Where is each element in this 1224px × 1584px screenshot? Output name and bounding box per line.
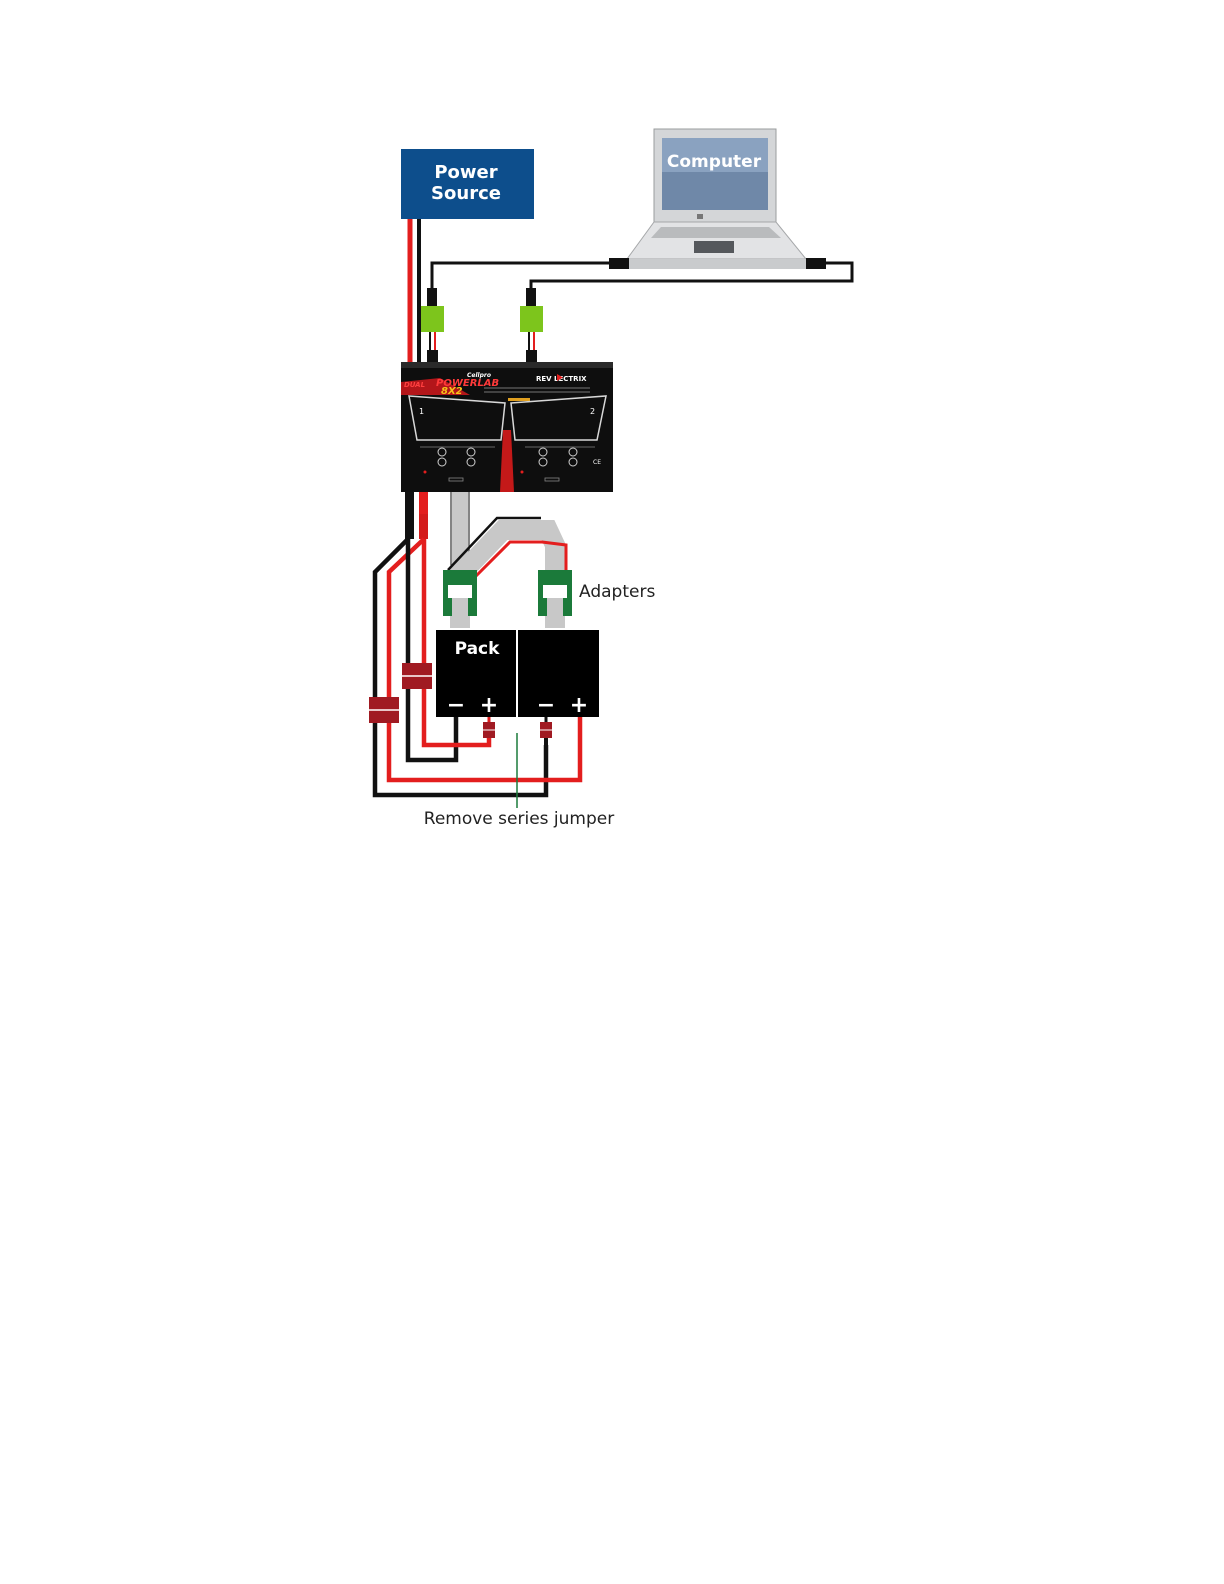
usb-jack-2 — [526, 350, 537, 364]
pack-1-minus: − — [447, 693, 465, 718]
usb-plug-2 — [526, 288, 536, 306]
charger: Cellpro DUAL POWERLAB 8X2 REV LECTRIX 1 … — [401, 362, 613, 492]
usb-adapter-2 — [520, 306, 543, 332]
laptop-keyboard — [651, 227, 781, 238]
laptop-front-edge — [627, 259, 806, 269]
usb-adapter-1 — [421, 306, 444, 332]
charger-top-strip — [401, 362, 613, 368]
usb-interface-1 — [421, 288, 444, 364]
charger-rating-badge — [508, 398, 530, 401]
pack-label: Pack — [455, 639, 501, 659]
charger-output-black-plug — [405, 492, 414, 514]
power-wires — [410, 219, 419, 365]
status-led-1 — [424, 471, 427, 474]
pack-1-plus: + — [480, 693, 498, 718]
usb-cable-1 — [432, 263, 610, 290]
charger-model-code: 8X2 — [441, 386, 463, 397]
power-source-label-line2: Source — [431, 183, 501, 204]
usb-plug-computer-left — [609, 258, 629, 269]
charger-output-red-plug — [419, 492, 428, 514]
usb-plug-computer-right — [806, 258, 826, 269]
channel-2-number: 2 — [590, 407, 595, 416]
power-source-label-line1: Power — [434, 162, 497, 183]
adapters-label: Adapters — [579, 582, 655, 602]
charger-brand-right: REV LECTRIX — [536, 375, 587, 383]
computer: Computer — [627, 129, 806, 269]
adapter-1 — [443, 570, 477, 618]
battery-packs: Pack − + − + — [436, 630, 599, 718]
pack-2-plus: + — [570, 693, 588, 718]
usb-jack-1 — [427, 350, 438, 364]
usb-plug-1 — [427, 288, 437, 306]
channel-1-number: 1 — [419, 407, 424, 416]
charger-dual-word: DUAL — [404, 381, 425, 389]
computer-label: Computer — [667, 152, 762, 172]
laptop-hinge-dot — [697, 214, 703, 219]
status-led-2 — [521, 471, 524, 474]
power-source: Power Source — [401, 149, 534, 219]
usb-interface-2 — [520, 288, 543, 364]
laptop-touchpad — [694, 241, 734, 253]
remove-jumper-label: Remove series jumper — [424, 809, 614, 829]
adapter-2 — [538, 570, 572, 618]
pack-2-minus: − — [537, 693, 555, 718]
charger-ce-mark: CE — [593, 459, 601, 466]
